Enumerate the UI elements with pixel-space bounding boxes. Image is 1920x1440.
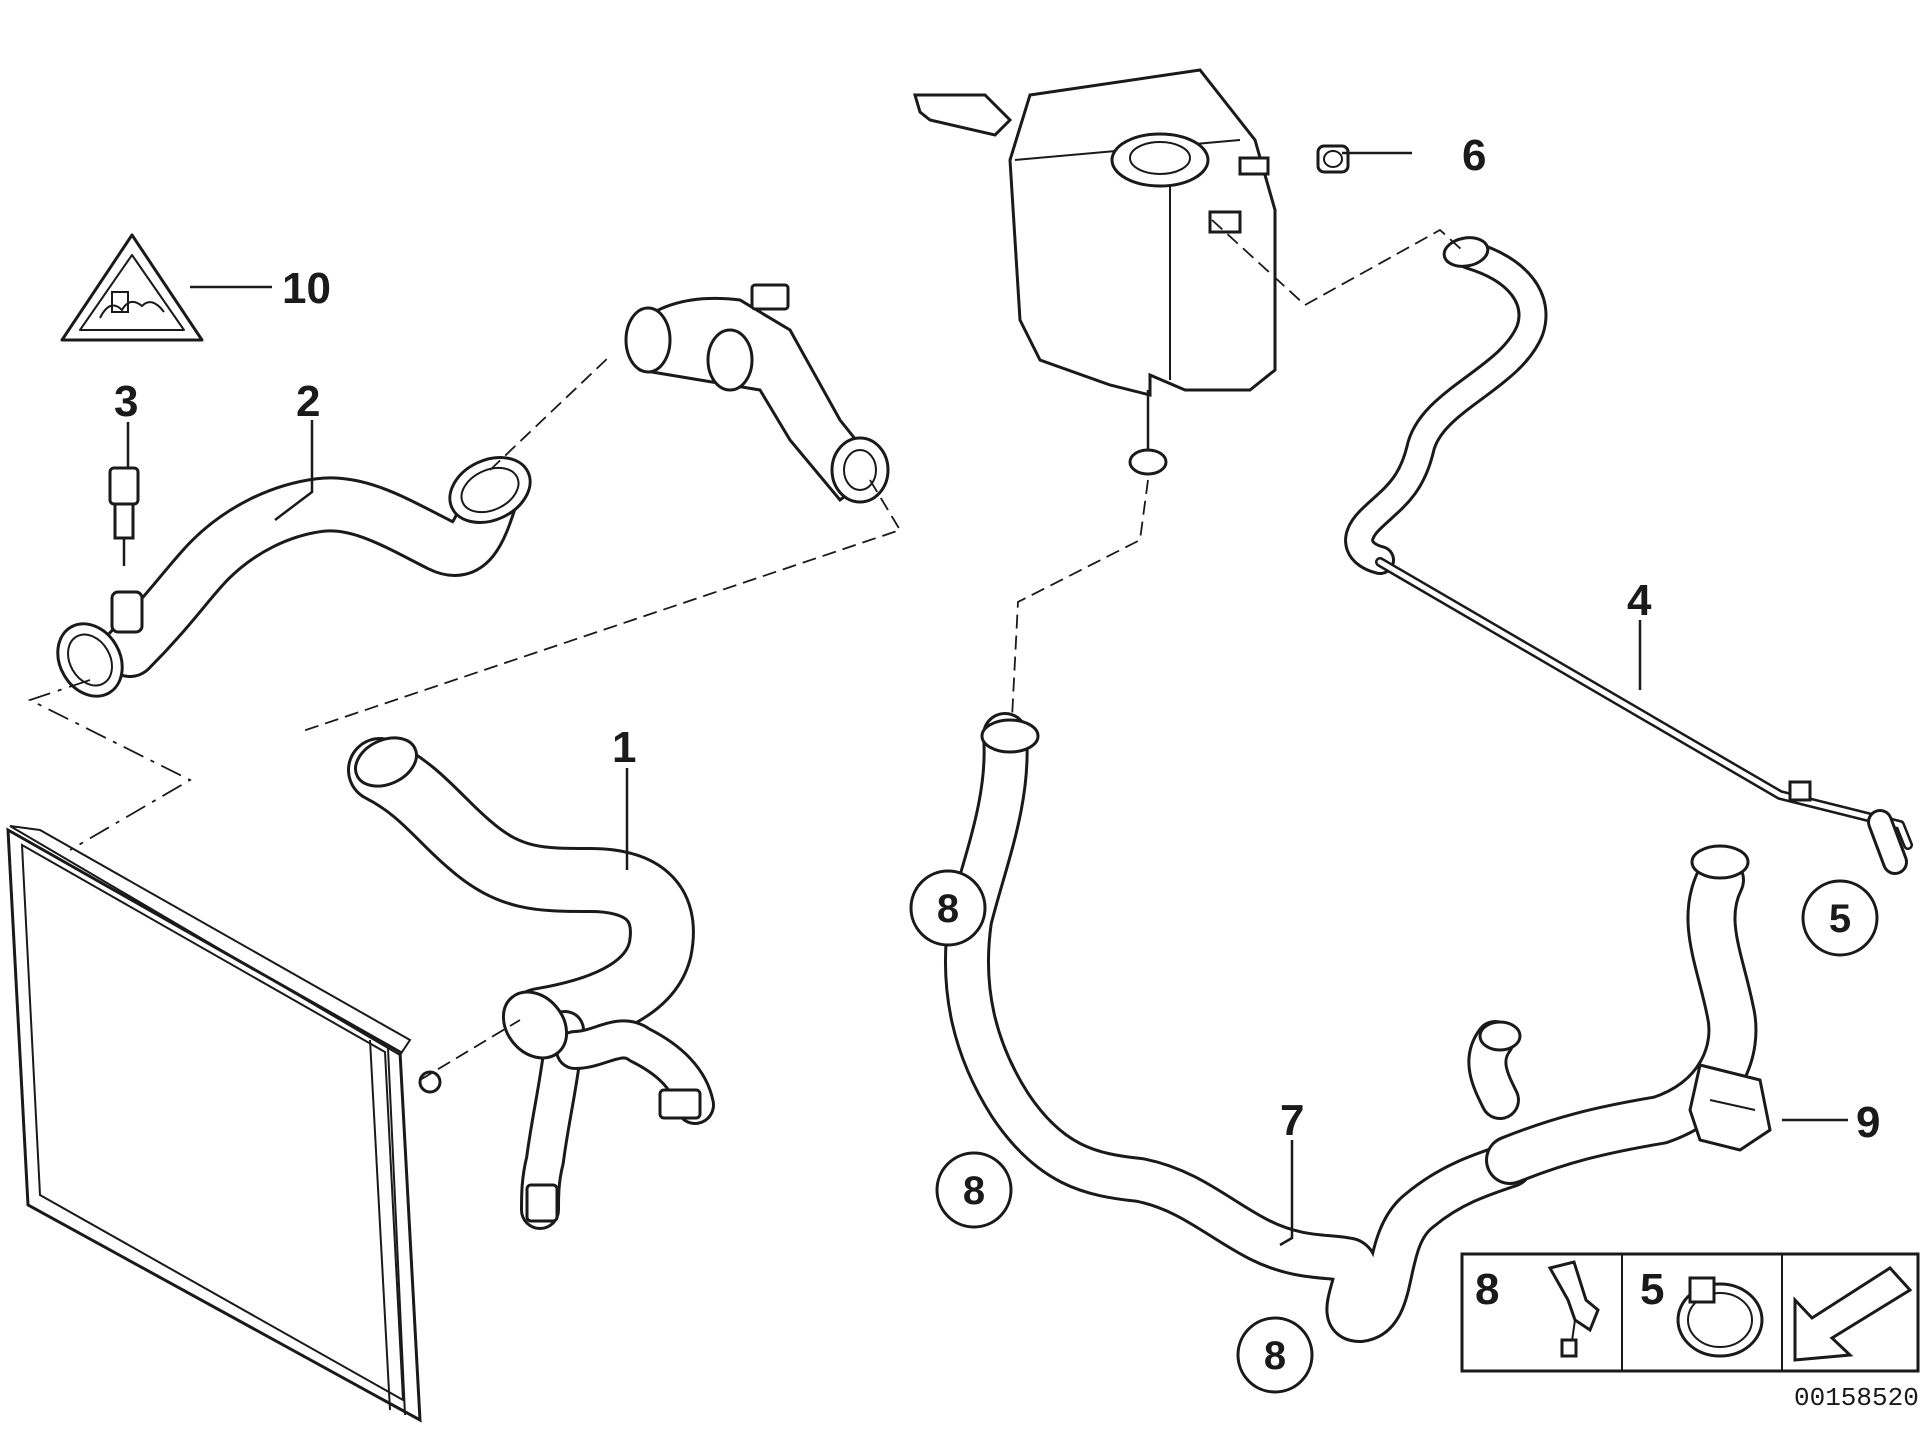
- label-part-10: 10: [282, 264, 331, 313]
- legend-item-8-label: 8: [1475, 1265, 1499, 1314]
- radiator: [6, 825, 442, 1423]
- circled-label-8-bottom: 8: [1236, 1316, 1314, 1394]
- label-part-6: 6: [1462, 131, 1486, 180]
- circled-label-8-middle: 8: [935, 1151, 1013, 1229]
- circled-label-8-bottom-text: 8: [1264, 1334, 1286, 1378]
- hose-4: [1344, 236, 1913, 875]
- hose-clamp-icon: [1676, 1276, 1764, 1358]
- circled-label-8-middle-text: 8: [963, 1169, 985, 1213]
- label-part-3: 3: [114, 377, 138, 426]
- legend-box: 8 5: [1460, 1252, 1920, 1373]
- bracket-9: [1688, 1063, 1772, 1152]
- circled-label-8-top: 8: [909, 869, 987, 947]
- assembly-lines: [27, 219, 1463, 1081]
- circled-label-5-text: 5: [1829, 897, 1851, 941]
- temperature-sensor-3: [108, 466, 140, 566]
- thermostat-housing: [624, 283, 890, 504]
- arrow-icon: [1793, 1266, 1913, 1362]
- hose-2: [56, 456, 532, 698]
- label-part-9: 9: [1856, 1098, 1880, 1147]
- hose-1: [347, 736, 715, 1230]
- label-part-4: 4: [1627, 576, 1652, 625]
- circled-label-5: 5: [1801, 879, 1879, 957]
- part-number: 00158520: [1794, 1383, 1919, 1413]
- clip-icon: [1547, 1260, 1600, 1358]
- leader-lines: [126, 151, 1848, 1247]
- circled-label-8-top-text: 8: [937, 887, 959, 931]
- warning-triangle-icon: [60, 233, 204, 342]
- label-part-1: 1: [612, 723, 636, 772]
- vent-screw-6: [1316, 144, 1350, 174]
- label-part-7: 7: [1280, 1096, 1304, 1145]
- hose-7: [943, 712, 1758, 1343]
- legend-item-5-label: 5: [1640, 1265, 1664, 1314]
- expansion-tank: [912, 68, 1277, 476]
- label-part-2: 2: [296, 377, 320, 426]
